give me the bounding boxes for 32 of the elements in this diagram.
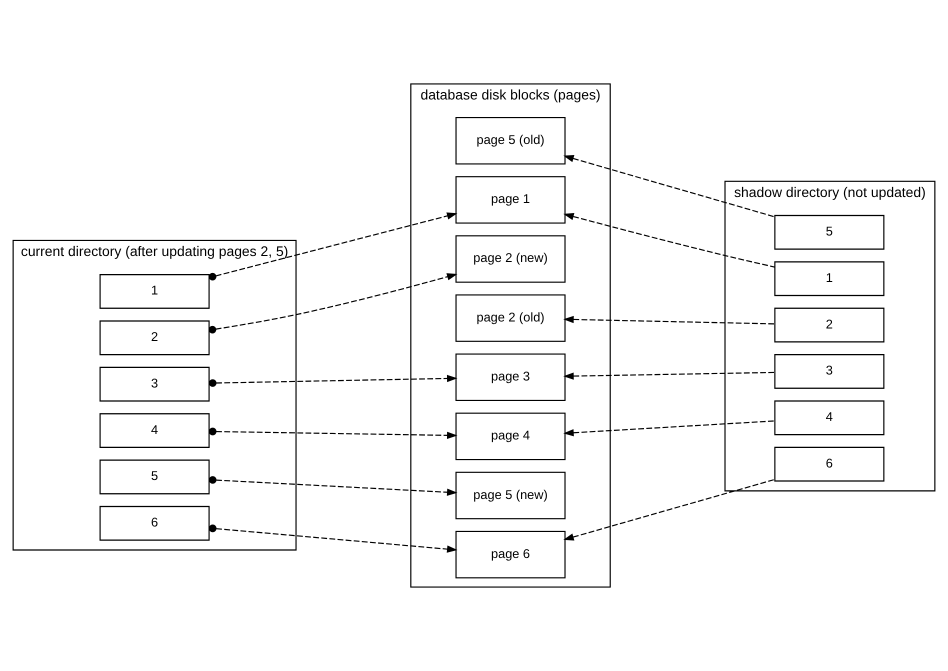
node-box: 5 <box>100 460 210 494</box>
node-box: 2 <box>774 308 884 342</box>
node-box: page 2 (new) <box>455 235 566 283</box>
arrow <box>208 273 458 334</box>
node-box: 3 <box>100 366 210 402</box>
node-box: 6 <box>100 506 210 541</box>
node-box: page 4 <box>455 412 566 460</box>
arrow <box>208 212 458 281</box>
node-box: page 5 (new) <box>455 472 566 520</box>
node-box: page 2 (old) <box>455 294 566 342</box>
arrow <box>563 213 775 268</box>
node-box: 6 <box>774 446 884 482</box>
arrow <box>563 155 775 218</box>
arrow <box>563 372 775 380</box>
arrow <box>208 476 458 496</box>
node-box: 4 <box>100 413 210 448</box>
node-box: page 3 <box>455 353 566 401</box>
node-box: 2 <box>100 320 210 356</box>
node-box: page 1 <box>455 176 566 224</box>
arrow <box>208 374 458 387</box>
arrow <box>563 478 775 541</box>
node-box: 1 <box>100 274 210 309</box>
node-box: 3 <box>774 354 884 389</box>
arrow <box>208 524 458 553</box>
node-box: 1 <box>774 261 884 296</box>
node-box: 4 <box>774 400 884 436</box>
arrow <box>563 420 775 436</box>
node-box: page 5 (old) <box>455 116 566 164</box>
arrow <box>208 428 458 439</box>
node-box: 5 <box>774 214 884 250</box>
node-box: page 6 <box>455 530 566 578</box>
arrow <box>563 316 775 324</box>
